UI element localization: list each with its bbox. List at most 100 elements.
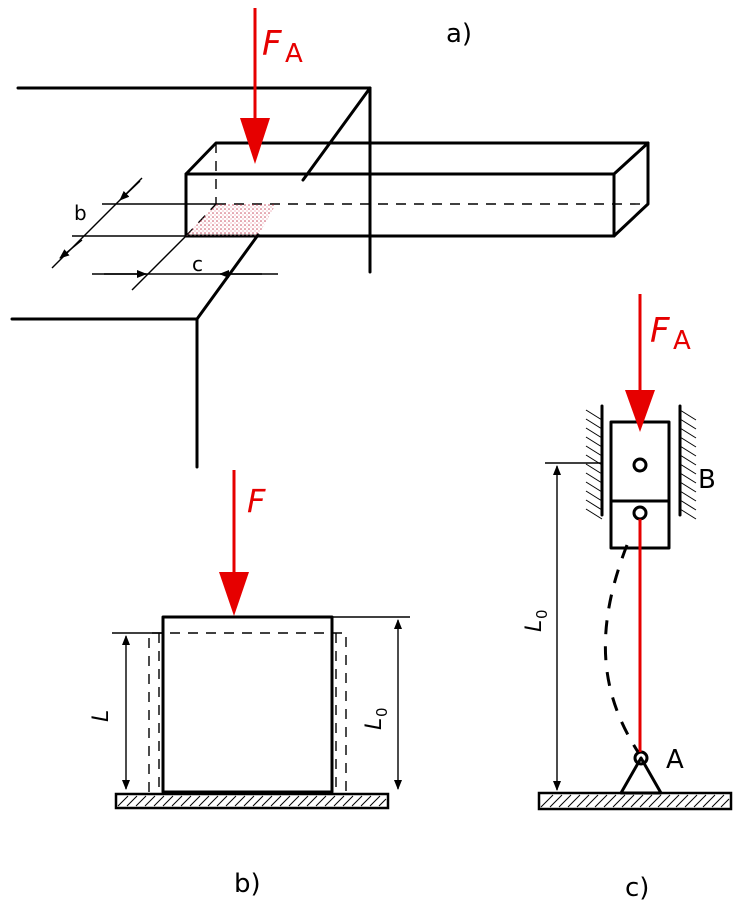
hatch-line bbox=[270, 795, 282, 807]
panel-a-label: a) bbox=[446, 19, 472, 49]
hatch-line bbox=[297, 795, 309, 807]
wall-hatch-line bbox=[585, 490, 603, 502]
hatch-line bbox=[171, 795, 183, 807]
wall-hatch-line bbox=[679, 472, 697, 484]
wall-hatch-line bbox=[585, 499, 603, 511]
hatch-line bbox=[648, 794, 662, 808]
dimension-L0-c: L 0 bbox=[522, 462, 602, 791]
hatch-line bbox=[720, 798, 730, 808]
wall-hatch-line bbox=[585, 481, 603, 493]
dim-L-label: L bbox=[89, 710, 114, 722]
hatch-line bbox=[378, 798, 387, 807]
force-a-subscript: A bbox=[285, 39, 303, 69]
wall-hatch-line bbox=[585, 427, 603, 439]
hatch-line bbox=[684, 794, 698, 808]
hatch-line bbox=[621, 794, 635, 808]
force-arrow-a: F A bbox=[240, 8, 303, 164]
hatch-line bbox=[198, 795, 210, 807]
wall-hatch-line bbox=[679, 481, 697, 493]
wall-hatch-line bbox=[585, 472, 603, 484]
hatch-line bbox=[117, 795, 129, 807]
hatch-line bbox=[711, 794, 725, 808]
force-arrow-c: F A bbox=[625, 294, 691, 432]
hatch-line bbox=[666, 794, 680, 808]
wall-hatch-line bbox=[585, 445, 603, 457]
wall-hatch-line bbox=[679, 454, 697, 466]
hatch-line bbox=[594, 794, 608, 808]
hatch-line bbox=[234, 795, 246, 807]
hatch-line bbox=[612, 794, 626, 808]
compressed-block bbox=[161, 615, 334, 794]
hatch-line bbox=[126, 795, 138, 807]
hatch-line bbox=[225, 795, 237, 807]
hatch-line bbox=[351, 795, 363, 807]
hatch-line bbox=[324, 795, 336, 807]
dimension-c: c bbox=[92, 235, 278, 291]
hatch-line bbox=[342, 795, 354, 807]
hatch-line bbox=[288, 795, 300, 807]
wall-hatch-line bbox=[679, 409, 697, 421]
hatch-line bbox=[558, 794, 572, 808]
dim-b-label: b bbox=[74, 201, 87, 225]
hatch-line bbox=[315, 795, 327, 807]
hatch-line bbox=[657, 794, 671, 808]
hatch-line bbox=[180, 795, 192, 807]
point-A-label: A bbox=[666, 745, 684, 775]
pin-support-a: A bbox=[619, 745, 684, 795]
dimension-L: L bbox=[89, 632, 163, 790]
hatch-line bbox=[207, 795, 219, 807]
hatch-line bbox=[144, 795, 156, 807]
ground-b bbox=[114, 792, 390, 810]
dimension-L0-b: L 0 bbox=[332, 616, 410, 790]
point-B-label: B bbox=[698, 465, 716, 495]
hatch-line bbox=[135, 795, 147, 807]
wall-hatch-line bbox=[585, 409, 603, 421]
hatch-line bbox=[675, 794, 689, 808]
hatch-line bbox=[216, 795, 228, 807]
wall-hatch-line bbox=[679, 427, 697, 439]
wall-hatch-line bbox=[585, 418, 603, 430]
buckled-shape bbox=[603, 544, 640, 753]
panel-c: c) A B bbox=[522, 294, 733, 903]
wall-hatch-line bbox=[585, 508, 603, 520]
hatch-line bbox=[189, 795, 201, 807]
panel-b-label: b) bbox=[234, 869, 261, 899]
wall-hatch-line bbox=[679, 499, 697, 511]
guide-walls bbox=[585, 404, 697, 520]
force-arrow-b: F bbox=[219, 470, 266, 616]
dim-L0-c-subscript: 0 bbox=[533, 609, 551, 619]
force-c-symbol: F bbox=[650, 311, 670, 351]
hatch-line bbox=[333, 795, 345, 807]
contact-area bbox=[186, 204, 276, 236]
hatch-line bbox=[153, 795, 165, 807]
wall-hatch-line bbox=[679, 463, 697, 475]
hatch-line bbox=[630, 794, 644, 808]
hatch-line bbox=[576, 794, 590, 808]
hatch-line bbox=[306, 795, 318, 807]
ground-c bbox=[537, 791, 733, 811]
dimension-b: b bbox=[51, 177, 216, 269]
hatch-line bbox=[603, 794, 617, 808]
wall-hatch-line bbox=[679, 418, 697, 430]
wall-hatch-line bbox=[679, 445, 697, 457]
panel-a: a) b bbox=[10, 8, 650, 469]
hatch-line bbox=[549, 794, 563, 808]
hatch-line bbox=[585, 794, 599, 808]
wall-hatch-line bbox=[679, 436, 697, 448]
dim-L0-b-symbol: L bbox=[362, 718, 387, 730]
wall-hatch-line bbox=[585, 436, 603, 448]
bar bbox=[184, 141, 650, 238]
wall-hatch-line bbox=[679, 508, 697, 520]
support-body bbox=[10, 86, 372, 469]
hatch-line bbox=[279, 795, 291, 807]
hatch-line bbox=[252, 795, 264, 807]
slider-block-b: B bbox=[609, 420, 716, 550]
hatch-line bbox=[639, 794, 653, 808]
dim-L0-c-symbol: L bbox=[522, 620, 547, 632]
dim-L0-b-subscript: 0 bbox=[373, 707, 391, 717]
force-b-symbol: F bbox=[247, 482, 266, 520]
force-a-symbol: F bbox=[262, 24, 282, 64]
hatch-line bbox=[243, 795, 255, 807]
